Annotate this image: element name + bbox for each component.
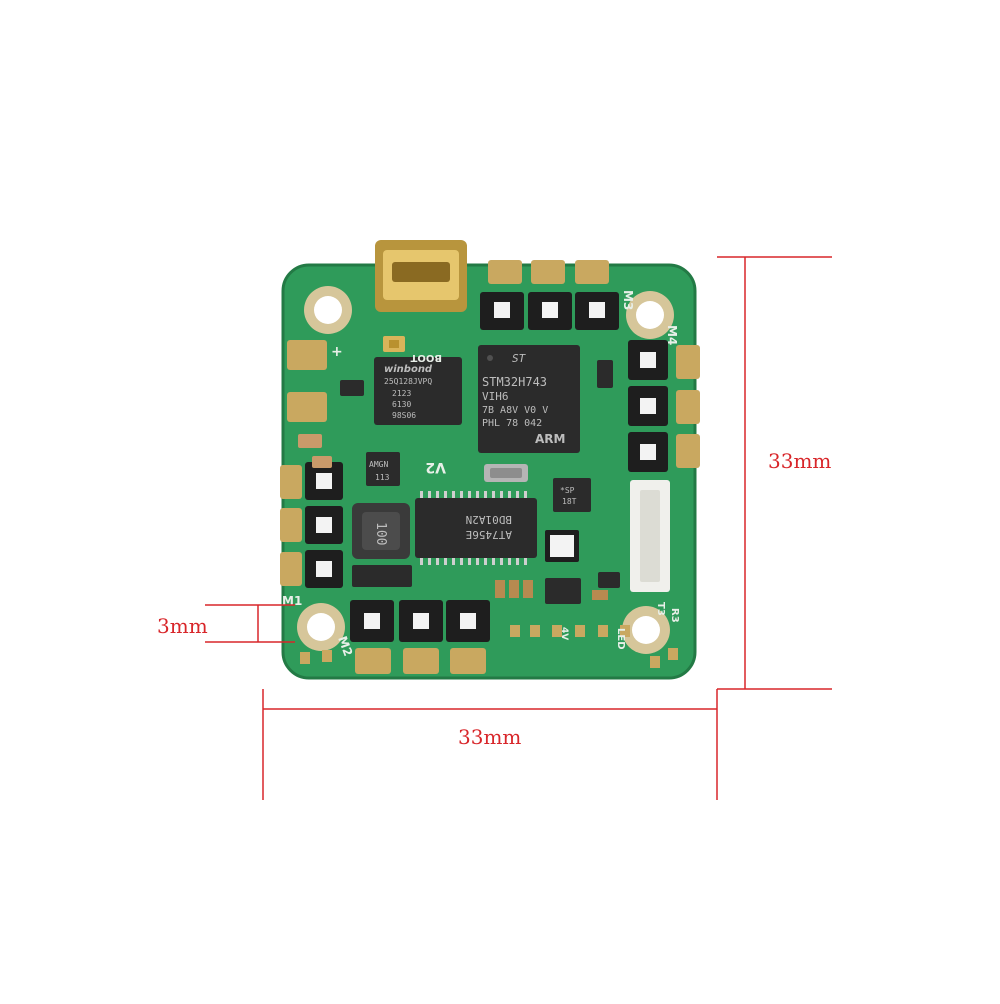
- mount-hole-bottom-right: [622, 606, 670, 654]
- motor-pads-left: [280, 462, 343, 588]
- motor-pads-right: [628, 340, 700, 472]
- small-line1: *SP: [560, 486, 575, 495]
- inductor-marking: 100: [373, 522, 388, 545]
- osd-chip: [415, 491, 537, 565]
- dimension-lines: [205, 256, 832, 800]
- battery-pads: [287, 340, 327, 422]
- mcu-line1: STM32H743: [482, 375, 547, 389]
- mcu-brand: ST: [512, 352, 527, 365]
- mcu-line3: 7B A8V V0 V: [482, 405, 548, 416]
- mount-hole-top-left: [304, 286, 352, 334]
- label-r3: R3: [669, 608, 680, 623]
- flash-line2: 2123: [392, 389, 411, 398]
- label-plus: +: [331, 344, 343, 360]
- motor-pads-bottom: [350, 600, 490, 674]
- amp-line2: 113: [375, 473, 390, 482]
- label-led: LED: [615, 628, 626, 650]
- label-t3: T3: [655, 602, 666, 616]
- boot-button: [383, 336, 405, 352]
- inductor: [352, 503, 410, 559]
- capacitors: [298, 434, 608, 600]
- osd-line2: BD01A2N: [466, 513, 512, 526]
- dimension-mount-offset-label: 3mm: [157, 614, 208, 638]
- amp-chip: [366, 452, 400, 486]
- small-chip: [553, 478, 591, 512]
- label-m1: M1: [282, 594, 302, 608]
- signal-pads-bottom: [300, 625, 678, 668]
- mount-hole-bottom-left: [297, 603, 345, 651]
- label-m3: M3: [621, 290, 635, 310]
- usb-connector: [375, 240, 467, 312]
- crystal: [484, 464, 528, 482]
- connector-white: [630, 480, 670, 592]
- amp-line1: AMGN: [369, 460, 388, 469]
- mcu-line4: PHL 78 042: [482, 418, 542, 429]
- label-m2: M2: [335, 634, 355, 658]
- buzzer-box: [545, 530, 579, 562]
- mount-hole-top-right: [626, 291, 674, 339]
- mcu-line2: VIH6: [482, 390, 509, 403]
- flash-line3: 6130: [392, 400, 411, 409]
- mosfets: [340, 360, 620, 604]
- dimension-width-label: 33mm: [458, 725, 522, 749]
- label-version: V2: [425, 459, 446, 475]
- mcu-arm: ARM: [535, 432, 565, 446]
- label-4v: 4V: [559, 627, 569, 640]
- flash-line4: 98S06: [392, 411, 416, 420]
- mcu-chip: [478, 345, 580, 453]
- small-line2: 18T: [562, 497, 577, 506]
- flash-brand: winbond: [384, 364, 433, 375]
- flash-line1: 25Q128JVPQ: [384, 377, 432, 386]
- dimension-height-label: 33mm: [768, 449, 832, 473]
- label-m4: M4: [665, 325, 679, 345]
- label-boot: BOOT: [410, 352, 442, 363]
- flash-chip: [374, 357, 462, 425]
- motor-pads-top: [480, 260, 619, 330]
- osd-line1: AT7456E: [466, 528, 512, 541]
